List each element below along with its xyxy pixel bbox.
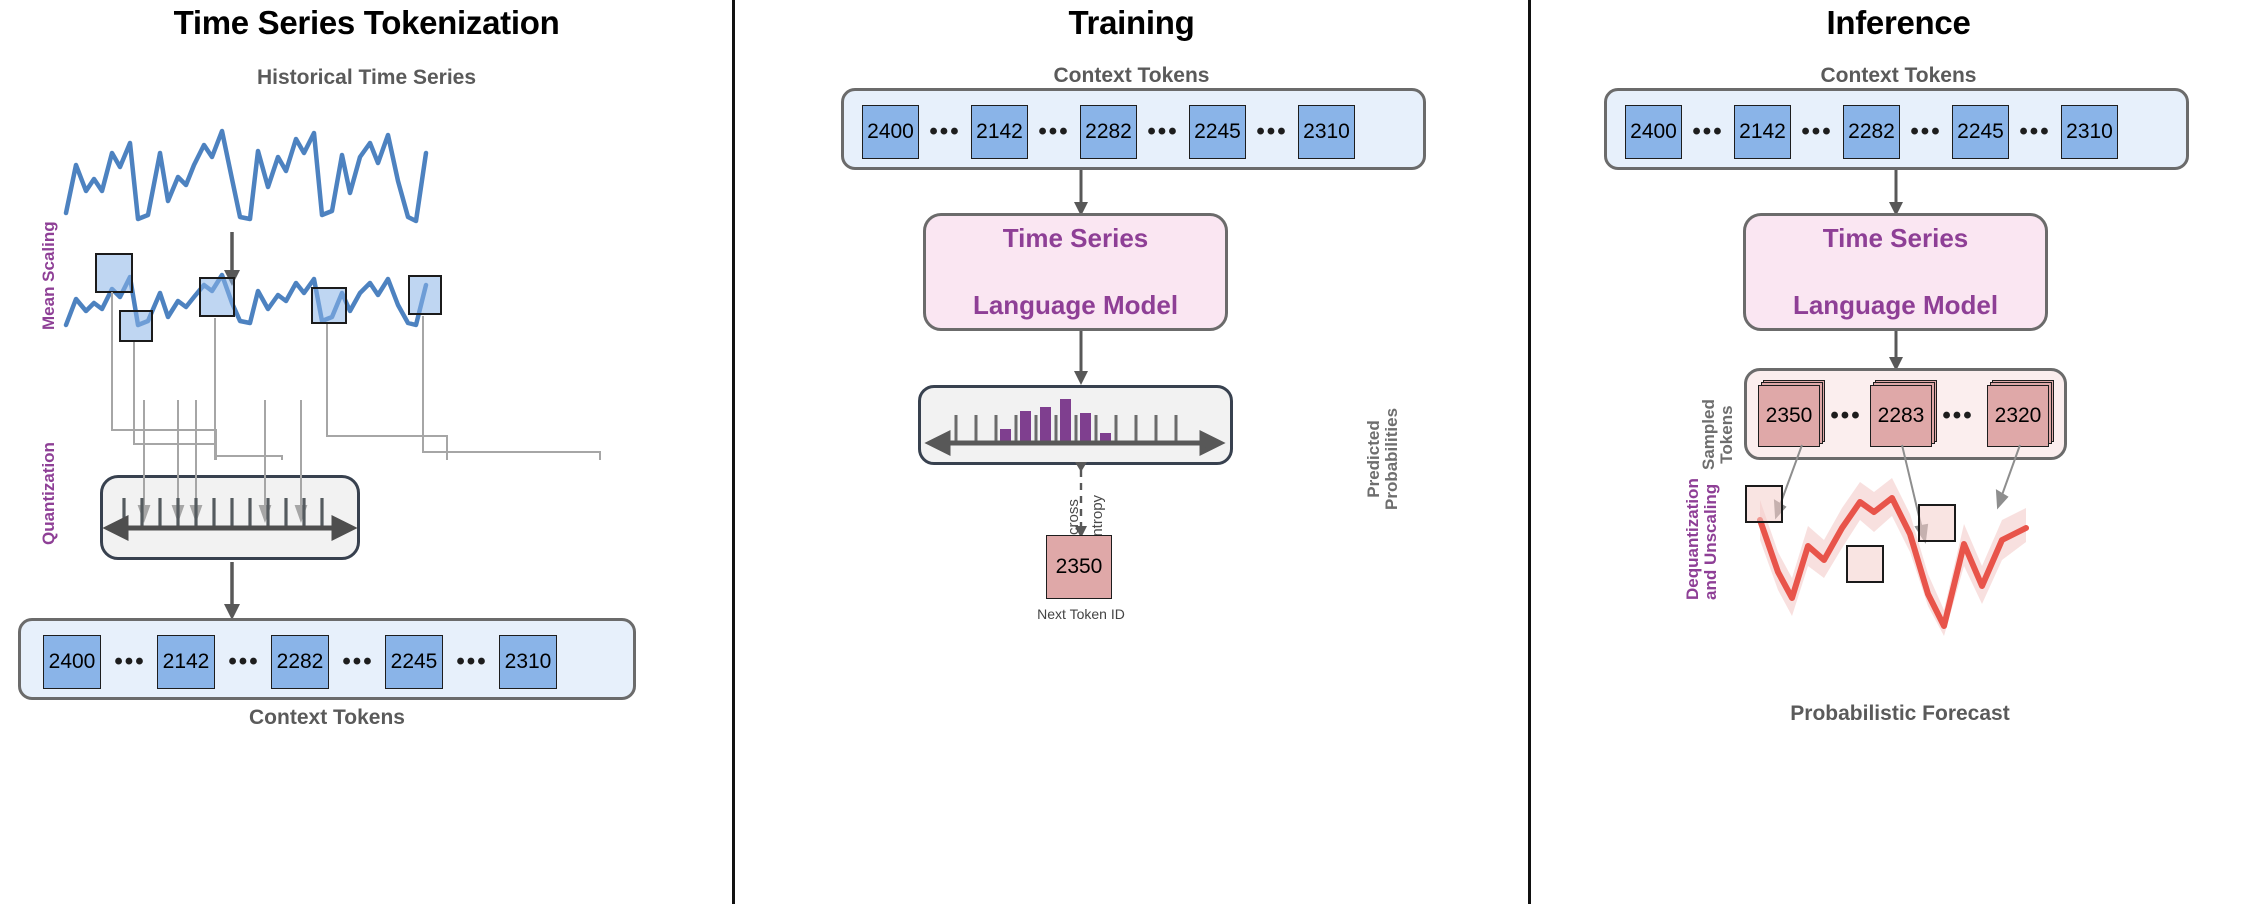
dequant-marker-3	[1918, 504, 1956, 542]
selection-box-5	[408, 275, 442, 315]
sampled-token-0[interactable]: 2350	[1758, 385, 1820, 447]
token-4[interactable]: 2310	[2061, 105, 2118, 159]
model-line-2: Language Model	[1792, 289, 1999, 320]
sampled-token-2[interactable]: 2320	[1987, 385, 2049, 447]
model-line-1: Time Series	[1822, 223, 1969, 254]
token-ellipsis-0: •••	[114, 648, 146, 675]
sampled-ellipsis-0: •••	[1830, 402, 1862, 429]
next-token-caption: Next Token ID	[1037, 606, 1125, 622]
sampled-token-1[interactable]: 2283	[1870, 385, 1932, 447]
page-title-inference: Inference	[1826, 4, 1971, 41]
token-2[interactable]: 2282	[1080, 105, 1137, 159]
probabilistic-forecast-caption: Probabilistic Forecast	[1790, 702, 2010, 725]
dequant-marker-2	[1846, 545, 1884, 583]
context-tokens-label-training: Context Tokens	[1053, 64, 1210, 87]
token-ellipsis-1: •••	[228, 648, 260, 675]
token-ellipsis-1: •••	[1801, 118, 1833, 145]
token-ellipsis-3: •••	[1256, 118, 1288, 145]
panel-tokenization: Time Series Tokenization Historical Time…	[0, 0, 733, 904]
context-tokens-container-training: 2400 ••• 2142 ••• 2282 ••• 2245 ••• 2310	[841, 88, 1426, 170]
token-0[interactable]: 2400	[43, 635, 101, 689]
prob-label-line-2: Probabilities	[1381, 407, 1401, 510]
panel-training: Training Context Tokens 2400 ••• 2142 ••…	[733, 0, 1530, 904]
context-tokens-caption-tokenization: Context Tokens	[249, 706, 405, 729]
token-ellipsis-3: •••	[2019, 118, 2051, 145]
page-title-tokenization: Time Series Tokenization	[173, 4, 560, 41]
arrow-to-tokens	[224, 562, 240, 620]
context-tokens-label-inference: Context Tokens	[1820, 64, 1977, 87]
token-4[interactable]: 2310	[1298, 105, 1355, 159]
token-ellipsis-0: •••	[929, 118, 961, 145]
token-4[interactable]: 2310	[499, 635, 557, 689]
quantization-connectors	[111, 292, 601, 460]
predicted-probabilities-histogram	[924, 399, 1226, 457]
arrow-tokens-to-model	[1074, 170, 1088, 216]
model-line-1: Time Series	[1002, 223, 1149, 254]
historical-series-label: Historical Time Series	[256, 66, 477, 89]
page-title-training: Training	[1068, 4, 1195, 41]
cross-entropy-connector	[1075, 462, 1087, 538]
token-0[interactable]: 2400	[1625, 105, 1682, 159]
token-3[interactable]: 2245	[1952, 105, 2009, 159]
context-tokens-container-tokenization: 2400 ••• 2142 ••• 2282 ••• 2245 ••• 2310	[18, 618, 636, 700]
selection-box-4	[311, 287, 347, 324]
sampled-label-line-1: Sampled	[1699, 399, 1718, 470]
panel-inference: Inference Context Tokens 2400 ••• 2142 •…	[1530, 0, 2267, 904]
panel-divider-2	[1528, 0, 1531, 904]
cross-entropy-label-line-1: cross	[1065, 499, 1082, 535]
token-1[interactable]: 2142	[1734, 105, 1791, 159]
token-1[interactable]: 2142	[157, 635, 215, 689]
dequant-label-line-1: Dequantization	[1683, 478, 1702, 600]
token-ellipsis-2: •••	[1910, 118, 1942, 145]
token-3[interactable]: 2245	[385, 635, 443, 689]
token-ellipsis-2: •••	[342, 648, 374, 675]
panel-divider-1	[732, 0, 735, 904]
next-token-box[interactable]: 2350	[1046, 535, 1112, 599]
historical-series-chart	[63, 128, 429, 224]
selection-box-3	[199, 277, 235, 317]
selection-box-1	[95, 253, 133, 293]
token-0[interactable]: 2400	[862, 105, 919, 159]
model-line-2: Language Model	[972, 289, 1179, 320]
token-ellipsis-1: •••	[1038, 118, 1070, 145]
prob-label-line-1: Predicted	[1364, 420, 1383, 498]
token-1[interactable]: 2142	[971, 105, 1028, 159]
context-tokens-container-inference: 2400 ••• 2142 ••• 2282 ••• 2245 ••• 2310	[1604, 88, 2189, 170]
dequant-marker-1	[1745, 485, 1783, 523]
arrow-tokens-to-model	[1889, 170, 1903, 216]
token-2[interactable]: 2282	[1843, 105, 1900, 159]
quantization-axis	[102, 400, 358, 542]
token-ellipsis-3: •••	[456, 648, 488, 675]
dequant-label-line-2: and Unscaling	[1700, 483, 1720, 600]
sampled-ellipsis-1: •••	[1942, 402, 1974, 429]
token-2[interactable]: 2282	[271, 635, 329, 689]
selection-box-2	[119, 310, 153, 342]
probabilistic-forecast-chart	[1757, 478, 2029, 636]
token-ellipsis-2: •••	[1147, 118, 1179, 145]
arrow-model-to-probs	[1074, 331, 1088, 385]
token-ellipsis-0: •••	[1692, 118, 1724, 145]
token-3[interactable]: 2245	[1189, 105, 1246, 159]
arrow-model-to-sampled	[1889, 331, 1903, 371]
